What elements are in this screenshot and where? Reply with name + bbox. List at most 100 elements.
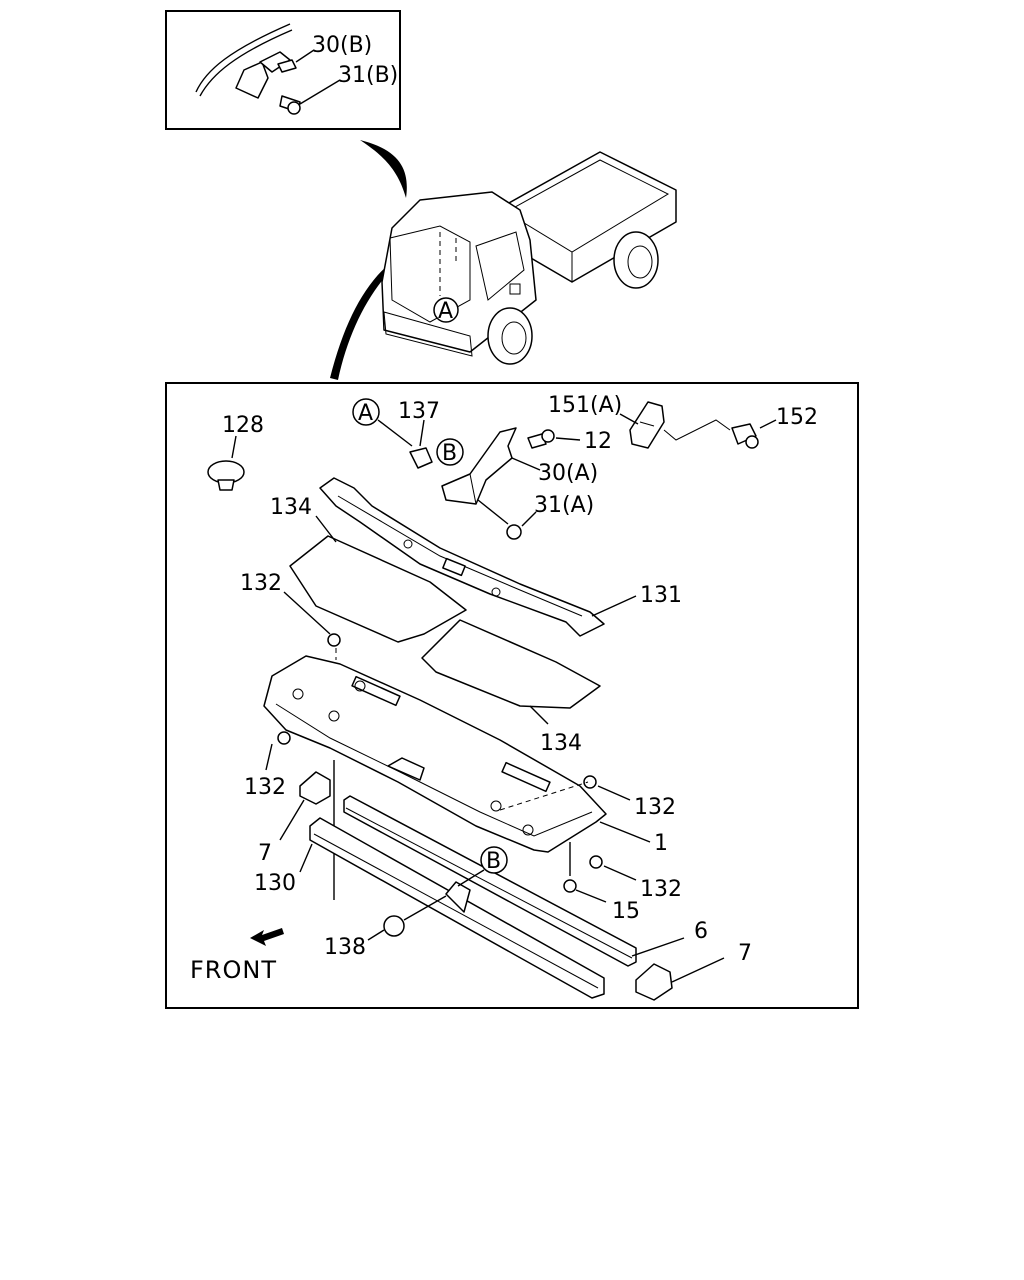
part-7-bracket-left xyxy=(299,771,331,805)
leader-137 xyxy=(419,419,425,447)
callout-b-rail xyxy=(480,846,508,874)
rail-131-hole-1 xyxy=(403,539,413,549)
label-134-bottom: 134 xyxy=(540,731,582,756)
leader-7-right xyxy=(671,957,725,983)
truck-front-bumper xyxy=(383,311,473,357)
part-1-panel: 1 xyxy=(263,648,668,856)
leader-30a xyxy=(511,457,541,471)
screw-15-head xyxy=(563,879,577,893)
label-30b: 30(B) xyxy=(312,33,372,58)
label-132-right-top: 132 xyxy=(634,795,676,820)
panel-1-tab xyxy=(387,757,425,781)
panel-1-hole-1 xyxy=(292,688,304,700)
part-30a-bracket: B 30(A) xyxy=(436,427,598,505)
label-30a: 30(A) xyxy=(538,461,598,486)
label-6: 6 xyxy=(694,919,708,944)
label-15: 15 xyxy=(612,899,640,924)
rail-131-hole-2 xyxy=(491,587,501,597)
label-137: 137 xyxy=(398,399,440,424)
inset-leader-30b xyxy=(295,49,315,63)
leader-130 xyxy=(299,843,313,873)
part-7-bracket-right xyxy=(635,963,673,1001)
leader-152 xyxy=(759,419,777,429)
bracket-30a-fold xyxy=(469,473,477,505)
panel-1-crease xyxy=(275,703,593,837)
part-130-rail xyxy=(309,817,605,999)
arrow-to-main-box xyxy=(330,240,430,380)
inset-leader-31b xyxy=(299,79,341,105)
part-137-clip xyxy=(409,447,433,469)
inset-bracket xyxy=(235,61,269,99)
callout-b-bracket xyxy=(436,438,464,466)
label-132-right: 132 xyxy=(640,877,682,902)
part-6-rail xyxy=(343,795,637,967)
leader-7-left xyxy=(279,799,305,841)
rail-131-body xyxy=(319,477,605,637)
leader-134-bottom xyxy=(529,705,549,725)
label-131: 131 xyxy=(640,583,682,608)
label-132-left: 132 xyxy=(244,775,286,800)
callout-a-truck xyxy=(433,297,459,323)
bolt-31a-shaft xyxy=(477,499,509,525)
part-151a-clip xyxy=(629,401,665,449)
rail-131-tab xyxy=(442,557,466,577)
truck-windshield xyxy=(389,225,471,323)
bracket-30a-body xyxy=(441,427,517,505)
clip-151a-edge xyxy=(639,421,655,427)
clip-132-left-top xyxy=(327,633,341,647)
truck-rear-hub xyxy=(627,245,653,279)
inset-roof-edge xyxy=(195,23,291,93)
rail-130-line xyxy=(313,833,599,989)
nut-138 xyxy=(383,915,405,937)
label-31b: 31(B) xyxy=(338,63,398,88)
leader-15 xyxy=(575,889,607,903)
part-152-fastener xyxy=(731,423,757,445)
callout-a-truck-text: A xyxy=(438,299,453,324)
inset-bolt-head xyxy=(287,101,301,115)
inset-frame xyxy=(165,10,401,130)
plug-128-shank xyxy=(217,479,235,491)
front-arrow-icon xyxy=(250,928,284,946)
leader-12 xyxy=(555,437,581,441)
label-7-right: 7 xyxy=(738,941,752,966)
clip-132-right-top xyxy=(583,775,597,789)
panel-1-dash-2 xyxy=(499,781,589,811)
truck-mirror xyxy=(509,283,521,295)
truck-rear-wheel xyxy=(613,231,659,289)
truck-front-wheel xyxy=(487,307,533,365)
callout-b-bracket-text: B xyxy=(442,441,457,466)
leader-151a xyxy=(619,413,639,425)
main-frame xyxy=(165,382,859,1009)
rail-bracket-b xyxy=(445,881,471,913)
truck-illustration: A xyxy=(381,151,677,365)
label-151a: 151(A) xyxy=(548,393,622,418)
inset-roof-edge-inner xyxy=(199,29,293,97)
clip-132-left xyxy=(277,731,291,745)
leader-138-up xyxy=(403,895,447,921)
leader-b-rail xyxy=(457,869,485,887)
label-12: 12 xyxy=(584,429,612,454)
callout-a-main xyxy=(352,398,380,426)
leader-a-137 xyxy=(377,419,413,447)
panel-1-hole-3 xyxy=(328,710,340,722)
rail-131-crease xyxy=(337,495,583,617)
part-134-insulator-left xyxy=(289,535,467,643)
leader-6 xyxy=(631,937,685,957)
truck-front-hub xyxy=(501,321,527,355)
part-134-insulator-right xyxy=(421,619,601,709)
leader-128 xyxy=(231,435,237,459)
label-1: 1 xyxy=(654,831,668,856)
part-12-bolt-head xyxy=(541,429,555,443)
truck-cargo-floor xyxy=(505,159,670,253)
inset-clip xyxy=(277,59,297,73)
clip-132-right xyxy=(589,855,603,869)
rail-6-line xyxy=(345,807,633,959)
label-31a: 31(A) xyxy=(534,493,594,518)
leader-132-left xyxy=(265,743,273,771)
front-label: FRONT xyxy=(190,956,277,984)
part-131-rail: 131 xyxy=(319,477,682,637)
label-152: 152 xyxy=(776,405,818,430)
label-128: 128 xyxy=(222,413,264,438)
arrow-to-truck-top xyxy=(360,140,407,198)
